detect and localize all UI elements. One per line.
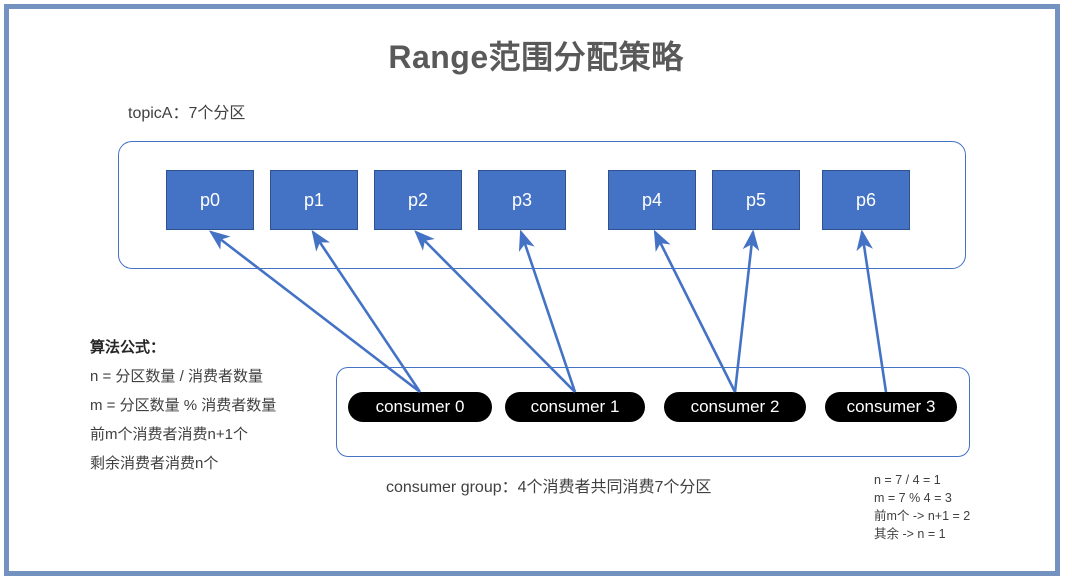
algorithm-line: n = 分区数量 / 消费者数量: [90, 368, 263, 385]
algorithm-line: 前m个消费者消费n+1个: [90, 426, 248, 443]
consumer-pill-0[interactable]: consumer 0: [348, 392, 492, 422]
partition-box-p6[interactable]: p6: [822, 170, 910, 230]
partition-box-p4[interactable]: p4: [608, 170, 696, 230]
consumer-group-caption: consumer group：4个消费者共同消费7个分区: [386, 479, 712, 496]
algorithm-formula-block: 算法公式： n = 分区数量 / 消费者数量 m = 分区数量 % 消费者数量 …: [90, 333, 276, 478]
algorithm-line: 剩余消费者消费n个: [90, 455, 219, 472]
partition-box-p5[interactable]: p5: [712, 170, 800, 230]
calculation-block: n = 7 / 4 = 1 m = 7 % 4 = 3 前m个 -> n+1 =…: [874, 471, 970, 543]
algorithm-line: m = 分区数量 % 消费者数量: [90, 397, 277, 414]
partition-box-p0[interactable]: p0: [166, 170, 254, 230]
page-title: Range范围分配策略: [388, 39, 684, 75]
partition-box-p3[interactable]: p3: [478, 170, 566, 230]
calculation-line: 前m个 -> n+1 = 2: [874, 509, 971, 523]
calculation-line: m = 7 % 4 = 3: [874, 491, 952, 505]
partition-box-p2[interactable]: p2: [374, 170, 462, 230]
consumer-pill-2[interactable]: consumer 2: [664, 392, 806, 422]
topic-label: topicA：7个分区: [128, 105, 246, 122]
partition-box-p1[interactable]: p1: [270, 170, 358, 230]
consumer-pill-1[interactable]: consumer 1: [505, 392, 645, 422]
calculation-line: 其余 -> n = 1: [874, 527, 946, 541]
consumer-pill-3[interactable]: consumer 3: [825, 392, 957, 422]
algorithm-heading: 算法公式：: [90, 339, 166, 356]
calculation-line: n = 7 / 4 = 1: [874, 473, 941, 487]
